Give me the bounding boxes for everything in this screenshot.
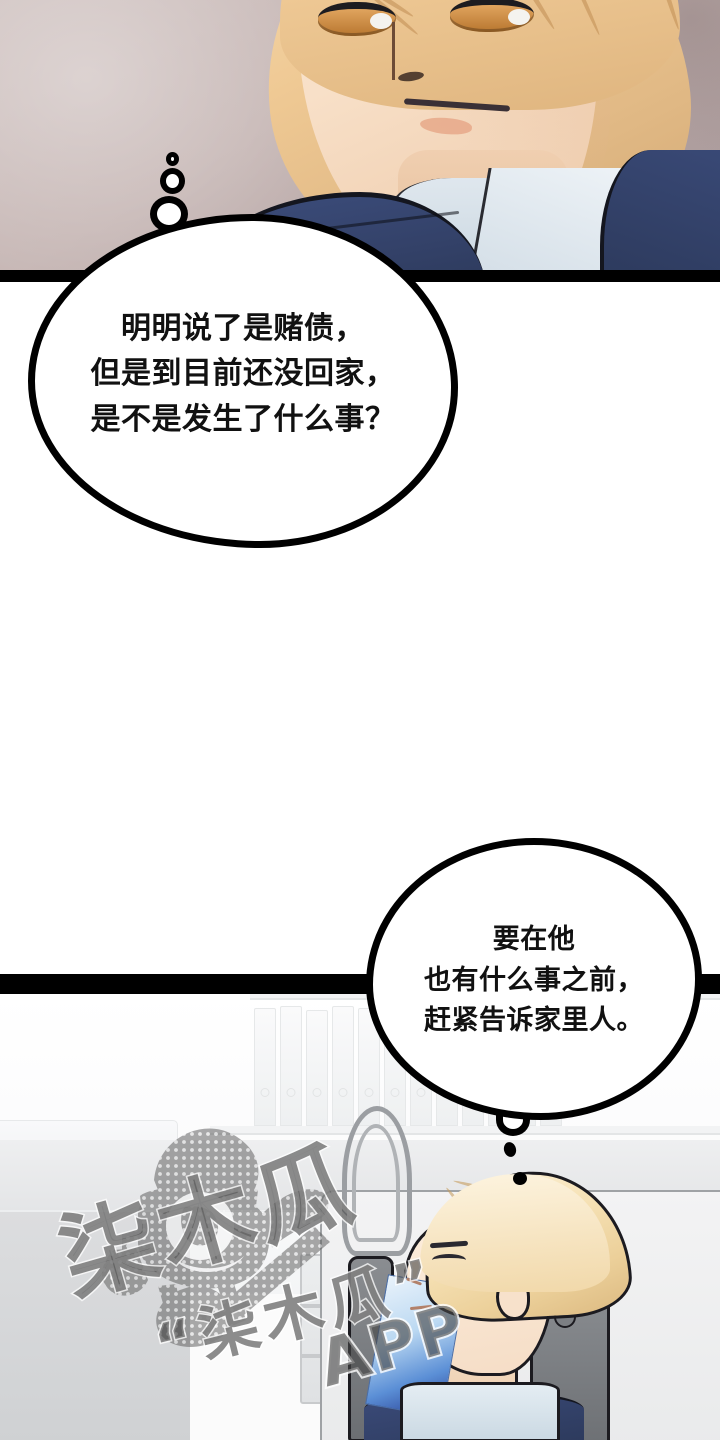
boy-eye <box>432 1254 466 1266</box>
man-suit-shoulder-right <box>600 150 720 282</box>
coat-hook <box>342 1106 412 1256</box>
thought-bubble-1: 明明说了是赌债， 但是到目前还没回家， 是不是发生了什么事？ <box>28 214 458 548</box>
man-eye-right <box>450 0 534 32</box>
cabinet <box>0 1212 190 1440</box>
thought-bubble-1-text: 明明说了是赌债， 但是到目前还没回家， 是不是发生了什么事？ <box>90 311 396 436</box>
thought-bubble-2-text: 要在他 也有什么事之前， 赶紧告诉家里人。 <box>424 924 644 1036</box>
eye-highlight <box>370 13 392 29</box>
eye-highlight <box>508 9 530 25</box>
shelf-board-middle <box>210 1126 720 1135</box>
thought-dot-small <box>166 152 179 166</box>
thought-dot-small <box>513 1172 527 1185</box>
thought-bubble-2: 要在他 也有什么事之前， 赶紧告诉家里人。 <box>366 838 702 1120</box>
man-eye-left <box>318 2 396 36</box>
thought-dot-large <box>150 196 188 232</box>
man-nose-bridge <box>392 22 395 80</box>
coat-hook-inner <box>352 1124 400 1242</box>
thought-dot-medium <box>160 168 185 194</box>
boy-shirt-collar <box>400 1382 560 1440</box>
